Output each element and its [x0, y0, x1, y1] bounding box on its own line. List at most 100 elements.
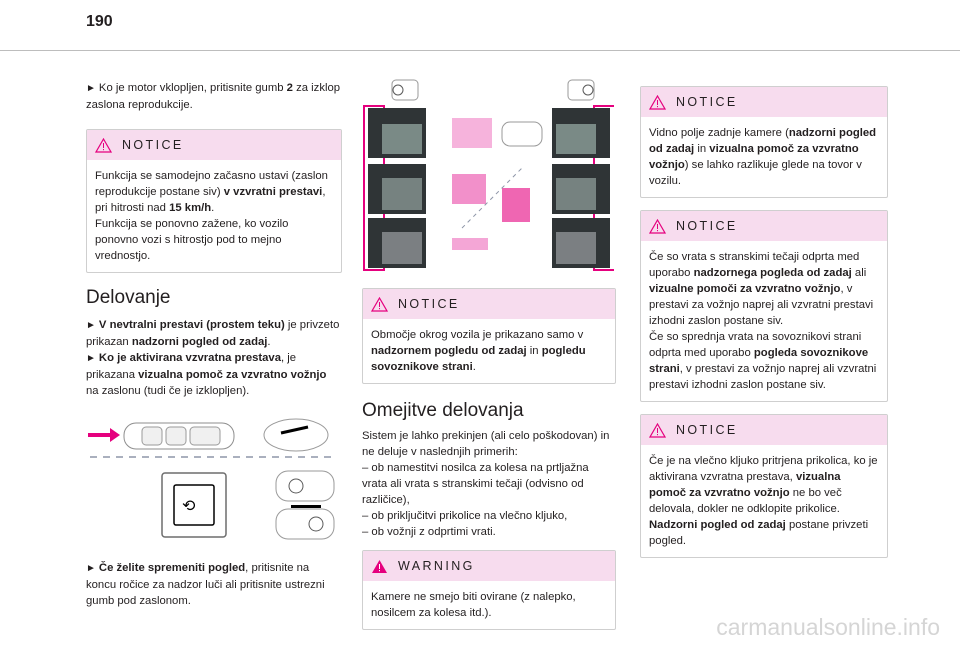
text-run: postane privzeti pogled.: [649, 519, 869, 547]
text-run: .: [211, 202, 215, 214]
text-run: Območje okrog vozila je prikazano samo v: [371, 329, 584, 341]
notice-box: NOTICE Funkcija se samodejno začasno ust…: [86, 129, 342, 273]
warning-triangle-icon: [95, 137, 112, 153]
column-1: ►Ko je motor vklopljen, pritisnite gumb …: [86, 80, 342, 609]
text-run: Če je na vlečno kljuko pritrjena prikoli…: [649, 455, 878, 483]
bold-run: 2: [286, 82, 293, 94]
bold-run: v vzvratni prestavi: [223, 186, 323, 198]
paragraph-change-view: ►Če želite spremeniti pogled, pritisnite…: [86, 560, 342, 609]
warning-text: Kamere ne smejo biti ovirane (z nalepko,…: [371, 591, 576, 619]
bold-run: nadzornem pogledu od zadaj: [371, 345, 527, 357]
bullet-arrow-icon: ►: [86, 83, 96, 94]
text-run: Če so vrata s stranskimi tečaji odprta m…: [649, 251, 860, 279]
notice-box-2: NOTICE Če so vrata s stranskimi tečaji o…: [640, 210, 888, 402]
camera-views-illustration: [363, 79, 614, 271]
warning-title: WARNING: [398, 559, 475, 573]
text-run: ali: [851, 267, 867, 279]
notice-box: NOTICE Območje okrog vozila je prikazano…: [362, 288, 616, 384]
notice-body: Če so vrata s stranskimi tečaji odprta m…: [641, 241, 887, 401]
intro-paragraph: ►Ko je motor vklopljen, pritisnite gumb …: [86, 80, 342, 113]
text-run: , pritisnite na koncu ročice za nadzor l…: [86, 562, 325, 607]
notice-header: NOTICE: [87, 130, 341, 160]
notice-body: Območje okrog vozila je prikazano samo v…: [363, 319, 615, 383]
bold-run: vizualna pomoč za vzvratno vožnjo: [649, 471, 841, 499]
text-run: in: [694, 143, 710, 155]
text-run: ne bo več delovala, dokler ne odklopite …: [649, 487, 842, 515]
bold-run: pogleda sovoznikove strani: [649, 347, 869, 375]
warning-triangle-icon: [649, 422, 666, 438]
notice-line: Če so vrata s stranskimi tečaji odprta m…: [649, 249, 879, 329]
header-rule: [0, 50, 960, 51]
bold-run: nadzornega pogleda od zadaj: [693, 267, 852, 279]
paragraph-reverse: ►Ko je aktivirana vzvratna prestava, je …: [86, 350, 342, 399]
bold-run: Ko je aktivirana vzvratna prestava: [98, 352, 282, 364]
column-3: NOTICE Vidno polje zadnje kamere (nadzor…: [640, 86, 888, 558]
notice-line: Funkcija se samodejno začasno ustavi (za…: [95, 168, 333, 216]
notice-title: NOTICE: [122, 138, 184, 152]
text-run: , pri hitrosti nad: [95, 186, 326, 214]
paragraph-neutral: ►V nevtralni prestavi (prostem teku) je …: [86, 317, 342, 350]
bold-run: Nadzorni pogled od zadaj: [649, 519, 786, 531]
notice-header: NOTICE: [363, 289, 615, 319]
text-run: ) se lahko razlikuje glede na tovor v vo…: [649, 159, 862, 187]
text-run: na zaslonu (tudi če je izklopljen).: [86, 385, 250, 397]
text-run: , v prestavi za vožnjo naprej ali vzvrat…: [649, 363, 877, 391]
warning-triangle-icon: [649, 218, 666, 234]
warning-triangle-icon: [371, 296, 388, 312]
limitations-text: Sistem je lahko prekinjen (ali celo pošk…: [362, 428, 616, 540]
notice-line: Če so sprednja vrata na sovoznikovi stra…: [649, 329, 879, 393]
text-run: za izklop zaslona reprodukcije.: [86, 82, 341, 111]
warning-filled-triangle-icon: [371, 559, 388, 574]
notice-title: NOTICE: [676, 423, 738, 437]
bold-run: nadzorni pogled od zadaj: [131, 336, 268, 348]
text-run: Funkcija se samodejno začasno ustavi (za…: [95, 170, 328, 198]
text-run: , je prikazana: [86, 352, 297, 381]
watermark: carmanualsonline.info: [716, 614, 940, 640]
text-run: in: [526, 345, 542, 357]
bold-run: vizualna pomoč za vzvratno vožnjo: [138, 369, 327, 381]
notice-header: NOTICE: [641, 415, 887, 445]
warning-box: WARNING Kamere ne smejo biti ovirane (z …: [362, 550, 616, 630]
text-run: , v prestavi za vožnjo naprej ali vzvrat…: [649, 283, 874, 327]
limitations-line: – ob priključitvi prikolice na vlečno kl…: [362, 510, 568, 522]
text-run: je privzeto prikazan: [86, 319, 340, 348]
bold-run: pogledu sovoznikove strani: [371, 345, 586, 373]
notice-title: NOTICE: [676, 219, 738, 233]
notice-header: NOTICE: [641, 87, 887, 117]
section-heading-omejitve: Omejitve delovanja: [362, 400, 524, 421]
text-run: Funkcija se ponovno zažene, ko vozilo po…: [95, 218, 289, 262]
section-heading-delovanje: Delovanje: [86, 287, 171, 308]
text-run: Če so sprednja vrata na sovoznikovi stra…: [649, 331, 862, 359]
bold-run: vizualna pomoč za vzvratno vožnjo: [649, 143, 859, 171]
notice-line: Vidno polje zadnje kamere (nadzorni pogl…: [649, 125, 879, 189]
svg-text:⟲: ⟲: [182, 496, 196, 515]
pink-arrow-icon: [88, 428, 120, 442]
warning-triangle-icon: [649, 94, 666, 110]
bullet-arrow-icon: ►: [86, 320, 96, 331]
notice-title: NOTICE: [676, 95, 738, 109]
notice-body: Če je na vlečno kljuko pritrjena prikoli…: [641, 445, 887, 557]
notice-box-1: NOTICE Vidno polje zadnje kamere (nadzor…: [640, 86, 888, 198]
light-stalk-illustration: ⟲: [88, 418, 336, 540]
notice-line: Funkcija se ponovno zažene, ko vozilo po…: [95, 216, 333, 264]
column-2: NOTICE Območje okrog vozila je prikazano…: [362, 78, 616, 630]
notice-title: NOTICE: [398, 297, 460, 311]
bold-run: Če želite spremeniti pogled: [98, 562, 246, 574]
notice-body: Funkcija se samodejno začasno ustavi (za…: [87, 160, 341, 272]
text-run: Ko je motor vklopljen, pritisnite gumb: [98, 82, 287, 94]
notice-line: Območje okrog vozila je prikazano samo v…: [371, 327, 607, 375]
limitations-line: – ob vožnji z odprtimi vrati.: [362, 526, 496, 538]
bullet-arrow-icon: ►: [86, 563, 96, 574]
text-run: .: [267, 336, 271, 348]
limitations-line: Sistem je lahko prekinjen (ali celo pošk…: [362, 430, 610, 458]
notice-box-3: NOTICE Če je na vlečno kljuko pritrjena …: [640, 414, 888, 558]
bold-run: 15 km/h: [169, 202, 212, 214]
warning-body: Kamere ne smejo biti ovirane (z nalepko,…: [363, 581, 615, 629]
notice-line: Če je na vlečno kljuko pritrjena prikoli…: [649, 453, 879, 517]
notice-body: Vidno polje zadnje kamere (nadzorni pogl…: [641, 117, 887, 197]
limitations-line: – ob namestitvi nosilca za kolesa na prt…: [362, 462, 589, 506]
notice-header: NOTICE: [641, 211, 887, 241]
warning-header: WARNING: [363, 551, 615, 581]
bold-run: V nevtralni prestavi (prostem teku): [98, 319, 285, 331]
page-number: 190: [86, 13, 113, 30]
